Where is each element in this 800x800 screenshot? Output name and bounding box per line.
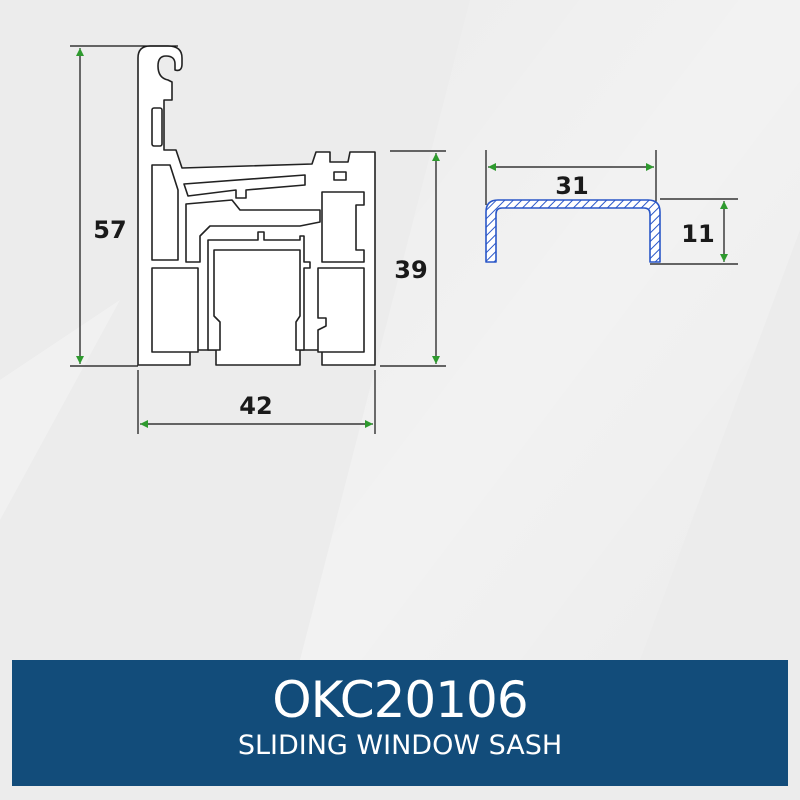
dimension-label-42: 42 xyxy=(239,392,272,420)
profile-chamber xyxy=(321,191,365,263)
dimension-label-31: 31 xyxy=(555,172,588,200)
dimension-label-11: 11 xyxy=(681,220,714,248)
sash-profile-section xyxy=(137,45,376,366)
profile-chamber xyxy=(317,267,365,353)
dimension-lines xyxy=(70,45,738,434)
dimension-arrows xyxy=(76,48,728,428)
product-code: OKC20106 xyxy=(272,671,528,729)
product-name: SLIDING WINDOW SASH xyxy=(237,730,563,761)
profile-channel xyxy=(207,231,311,351)
product-banner: OKC20106 SLIDING WINDOW SASH xyxy=(12,660,788,786)
profile-chamber xyxy=(185,199,321,263)
dimension-label-57: 57 xyxy=(93,216,126,244)
cover-cap-section xyxy=(485,199,661,263)
profile-chamber xyxy=(151,164,179,261)
profile-lip xyxy=(333,171,347,181)
profile-web xyxy=(183,174,306,199)
profile-slot xyxy=(151,107,163,147)
dimension-label-39: 39 xyxy=(394,256,427,284)
profile-chamber xyxy=(151,267,199,353)
